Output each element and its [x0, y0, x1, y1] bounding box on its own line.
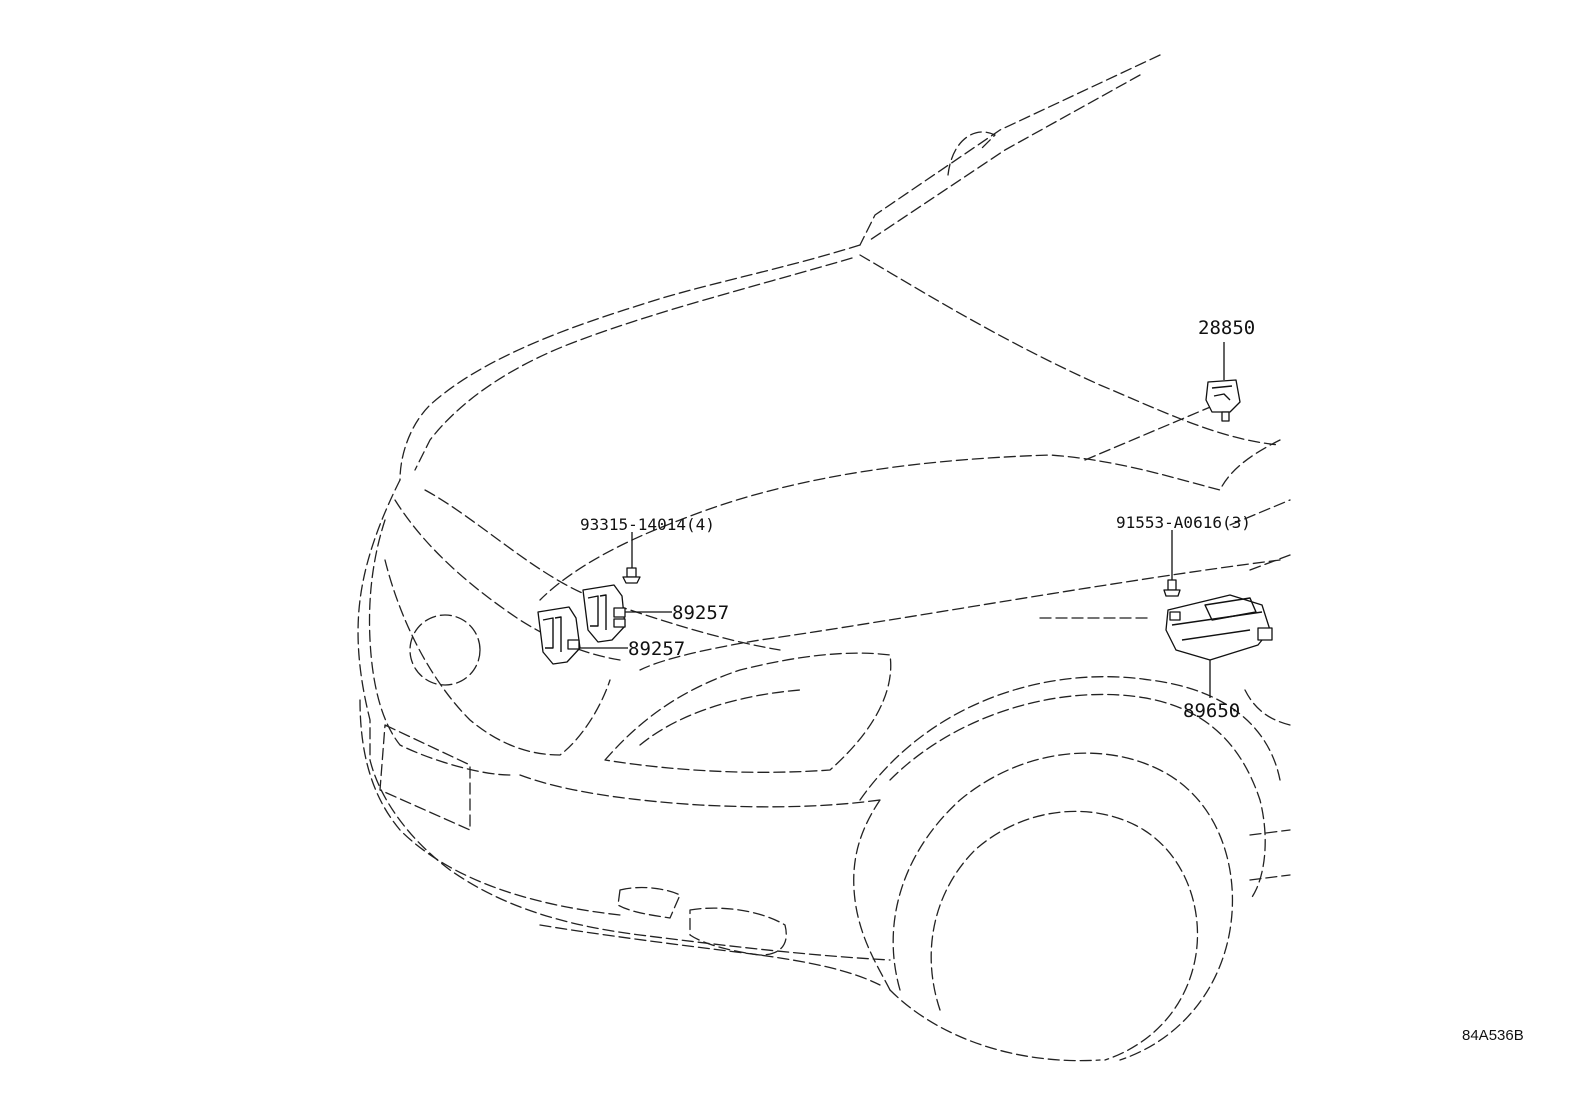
module-89650-part: [1165, 594, 1273, 698]
bolt-93315-part: [622, 532, 641, 584]
callout-28850: 28850: [1198, 317, 1255, 339]
sensor-28850-part: [1205, 342, 1241, 422]
callout-89650: 89650: [1183, 700, 1240, 722]
bolt-91553-part: [1163, 530, 1181, 597]
callout-89257-upper: 89257: [672, 602, 729, 624]
horn-lower-part: [537, 606, 628, 665]
callout-91553: 91553-A0616(3): [1116, 513, 1251, 532]
horn-upper-part: [582, 584, 672, 643]
callout-89257-lower: 89257: [628, 638, 685, 660]
diagram-reference-code: 84A536B: [1462, 1027, 1524, 1044]
car-body-outline: [357, 54, 1291, 1062]
callout-93315: 93315-14014(4): [580, 515, 715, 534]
